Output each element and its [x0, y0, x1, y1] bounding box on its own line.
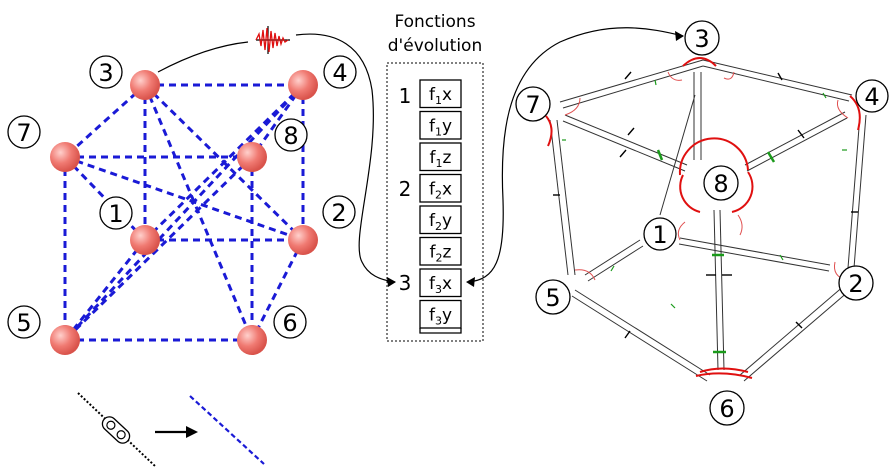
table-cell-label: f1z [430, 148, 452, 170]
right-label-7: 7 [515, 86, 551, 122]
mass-node-7 [50, 142, 80, 172]
svg-text:6: 6 [719, 395, 734, 423]
link-7-1 [63, 155, 147, 242]
table-cell-label: f2y [429, 211, 452, 233]
svg-text:3: 3 [694, 25, 709, 53]
table-cell-f1z: f1z [419, 142, 462, 172]
table-cell-f2z: f2z [419, 236, 462, 266]
mass-node-3 [130, 70, 160, 100]
waveform-icon [255, 26, 290, 54]
left-label-5: 5 [7, 305, 41, 339]
table-frame [386, 62, 484, 342]
masses [50, 70, 318, 355]
link-8-5 [63, 155, 254, 342]
svg-text:5: 5 [16, 309, 31, 337]
mass-node-5 [50, 325, 80, 355]
right-label-2: 2 [838, 265, 874, 301]
left-label-7: 7 [7, 115, 41, 149]
svg-text:7: 7 [525, 91, 540, 119]
arrowhead-to-cube [675, 31, 684, 41]
legend-arrowhead [186, 426, 198, 438]
link-3-6 [143, 84, 254, 341]
mass-node-1 [130, 225, 160, 255]
svg-text:6: 6 [282, 309, 297, 337]
right-label-1: 1 [643, 217, 677, 251]
arrowhead-back-to-table [466, 277, 475, 287]
table-bottom-bracket [419, 328, 462, 334]
svg-text:3: 3 [98, 59, 113, 87]
group-index-1: 1 [399, 84, 412, 108]
arrowhead-to-table [387, 277, 396, 287]
table-cell-label: f2x [429, 180, 452, 202]
legend-dashed-link [189, 395, 265, 465]
svg-text:8: 8 [283, 122, 298, 150]
mass-spring-cube-left [63, 83, 305, 342]
table-cell-label: f1x [429, 85, 452, 107]
link-2-6 [250, 239, 305, 341]
link-3-7 [63, 83, 147, 159]
left-label-6: 6 [273, 305, 307, 339]
function-table: f1x f1y f1z f2x f2y f2z f3x f3y [419, 79, 462, 329]
link-4-1 [143, 83, 305, 242]
link-1-5 [63, 239, 147, 341]
left-label-4: 4 [323, 55, 357, 89]
right-label-3: 3 [684, 20, 720, 56]
svg-text:2: 2 [331, 199, 346, 227]
table-cell-label: f3y [429, 306, 452, 328]
left-label-2: 2 [322, 195, 356, 229]
svg-text:8: 8 [713, 170, 728, 198]
table-cell-f3x: f3x [419, 268, 462, 298]
legend-damper-icon [101, 416, 131, 444]
link-4-5 [63, 83, 305, 342]
arrow-to-table [295, 33, 396, 283]
table-title-line-2: d'évolution [388, 36, 482, 56]
right-label-8: 8 [703, 165, 739, 201]
group-index-3: 3 [399, 271, 412, 295]
table-cell-label: f3x [429, 274, 452, 296]
table-cell-label: f1y [429, 117, 452, 139]
arrow-table-to-cube [467, 27, 684, 283]
link-7-2 [64, 155, 304, 242]
svg-text:4: 4 [332, 59, 347, 87]
svg-text:1: 1 [108, 200, 123, 228]
mass-node-4 [288, 70, 318, 100]
mass-node-2 [288, 225, 318, 255]
left-label-8: 8 [274, 118, 308, 152]
right-label-4: 4 [855, 79, 889, 113]
right-label-5: 5 [535, 279, 571, 315]
table-cell-f2y: f2y [419, 205, 462, 235]
table-title-line-1: Fonctions [394, 12, 475, 32]
svg-text:7: 7 [16, 119, 31, 147]
left-node-labels: 3 4 7 8 1 2 5 6 [7, 55, 357, 339]
waveform-connector-left [157, 41, 249, 73]
legend-spring-to-link [77, 392, 265, 467]
table-cell-f1x: f1x [419, 79, 462, 109]
svg-text:4: 4 [864, 83, 879, 111]
mass-node-8 [237, 142, 267, 172]
mass-node-6 [237, 325, 267, 355]
table-cell-f2x: f2x [419, 173, 462, 203]
table-cell-f3y: f3y [419, 299, 462, 329]
group-index-2: 2 [399, 177, 412, 201]
right-node-labels: 3 4 7 8 1 2 5 6 [515, 20, 889, 426]
left-label-3: 3 [89, 55, 123, 89]
table-cell-label: f2z [430, 243, 452, 265]
svg-text:2: 2 [848, 270, 863, 298]
svg-text:1: 1 [652, 221, 667, 249]
spring-cube-right [545, 57, 867, 382]
table-cell-f1y: f1y [419, 110, 462, 140]
left-label-1: 1 [99, 196, 133, 230]
right-label-6: 6 [709, 390, 745, 426]
svg-text:5: 5 [545, 284, 560, 312]
